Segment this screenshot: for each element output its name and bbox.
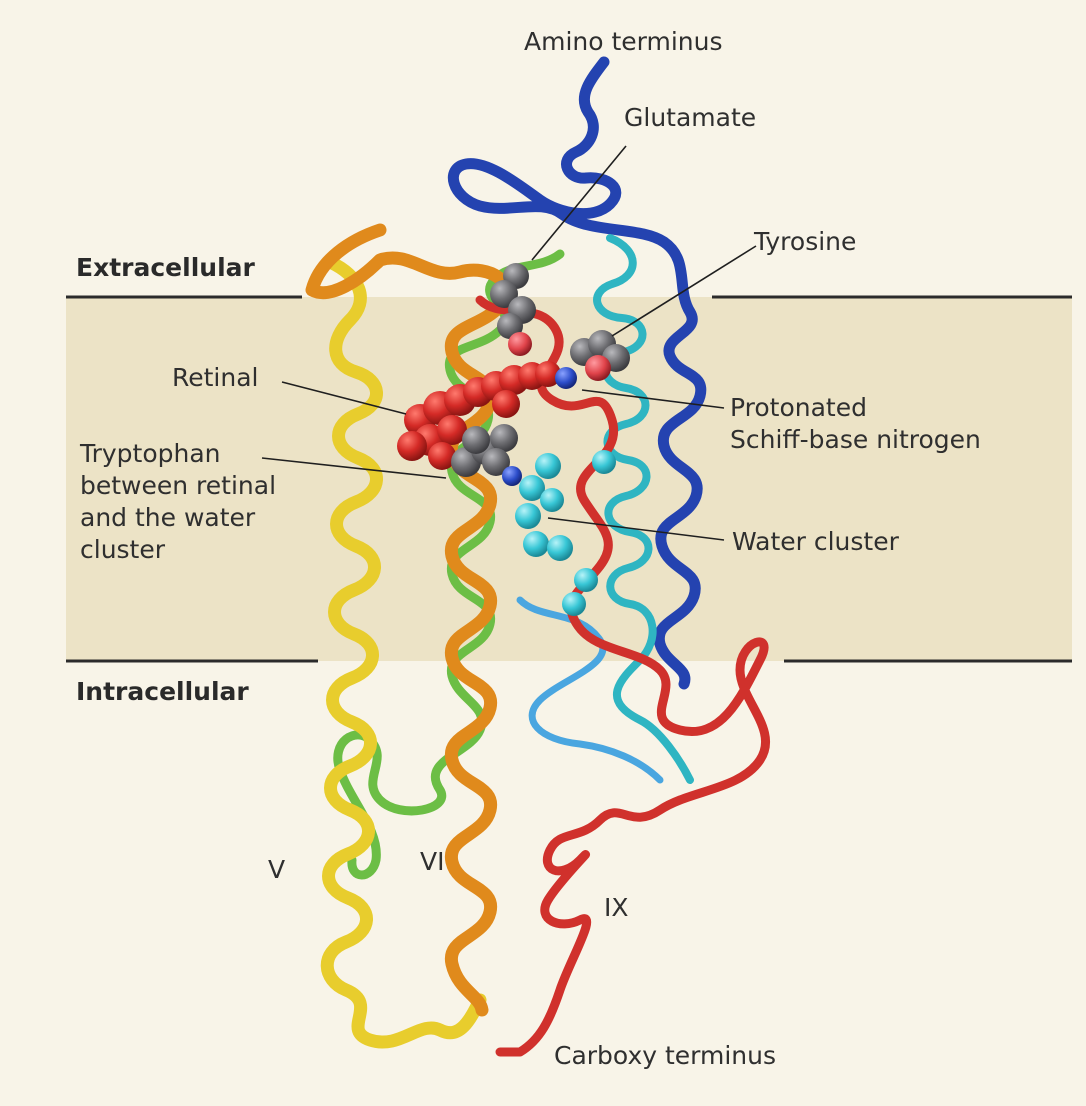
glutamate-atoms: [490, 263, 536, 356]
schiff-base-nitrogen-atom: [555, 367, 577, 389]
label-carboxy-terminus: Carboxy terminus: [554, 1041, 777, 1070]
leader-line-retinal: [281, 381, 407, 415]
helix-yellow-ribbon: [320, 255, 487, 1049]
helix-blue-ribbon: [447, 56, 707, 690]
leader-line-tyrosine: [611, 245, 757, 337]
leader-line-water-cluster: [547, 517, 725, 541]
label-amino-terminus: Amino terminus: [524, 27, 723, 56]
water-cluster-atoms: [515, 450, 616, 616]
tryptophan-atoms: [451, 424, 522, 486]
leader-line-glutamate: [531, 145, 627, 261]
retinal-atoms: [397, 361, 561, 470]
label-intracellular: Intracellular: [76, 677, 249, 706]
helix-orange-ribbon: [305, 223, 513, 1017]
helix-red-ribbon: [475, 295, 771, 1057]
label-retinal: Retinal: [172, 363, 259, 392]
label-helix-v: V: [268, 855, 286, 884]
label-extracellular: Extracellular: [76, 253, 255, 282]
leader-line-tryptophan: [261, 457, 447, 479]
label-tryptophan: Tryptophan between retinal and the water…: [80, 439, 277, 564]
label-water-cluster: Water cluster: [732, 527, 899, 556]
label-glutamate: Glutamate: [624, 103, 757, 132]
label-tyrosine: Tyrosine: [754, 227, 857, 256]
label-protonated-schiff-base-nitrogen: Protonated Schiff-base nitrogen: [730, 393, 981, 454]
label-helix-ix: IX: [604, 893, 629, 922]
label-helix-vi: VI: [420, 847, 445, 876]
tyrosine-atoms: [570, 330, 630, 381]
leader-line-schiff-base: [581, 389, 725, 409]
